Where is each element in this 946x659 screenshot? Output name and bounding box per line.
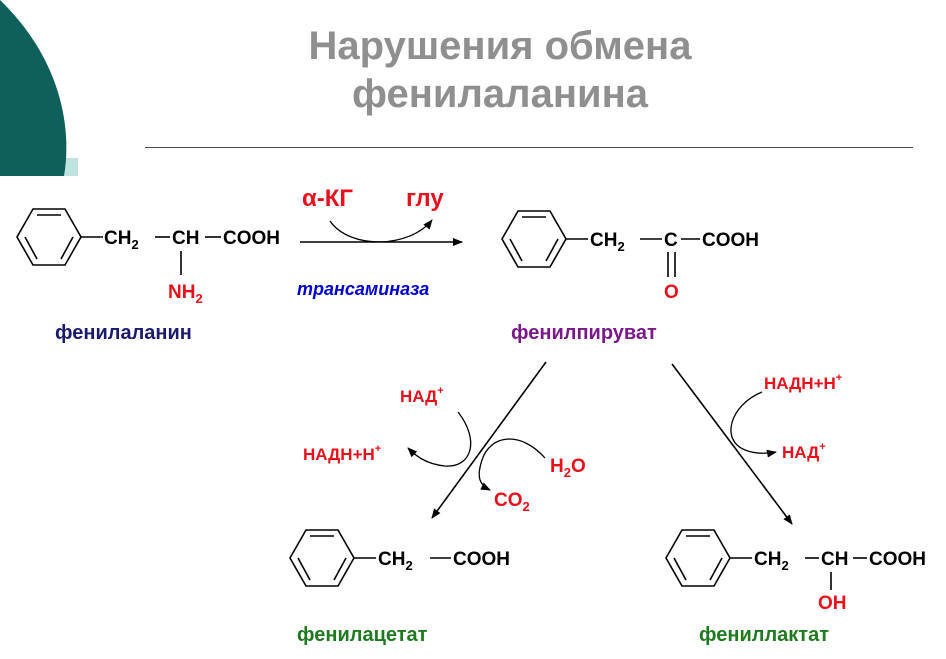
alpha-kg-label: α-КГ	[302, 185, 353, 212]
left-nad-sup: +	[437, 385, 443, 397]
phenylacetate-label: фенилацетат	[297, 624, 428, 646]
phenylalanine-structure: CH2 CH COOH NH2 фенилаланин	[16, 208, 280, 344]
ppa-ch2: CH	[590, 230, 617, 251]
svg-text:NH2: NH2	[168, 282, 203, 306]
left-branch: НАД+ НАДН+Н+ H2O CO2	[303, 361, 586, 519]
benzene-ring-icon	[16, 208, 82, 266]
pa-ch2: CH	[378, 549, 405, 570]
corner-teal-shape	[0, 0, 67, 176]
pl-cooh: COOH	[869, 549, 926, 570]
nad-reduction-curve	[407, 411, 472, 467]
svg-text:CO2: CO2	[494, 490, 530, 514]
water-h: H	[550, 456, 564, 477]
right-nad: НАД	[782, 443, 819, 462]
pl-ch2: CH	[754, 549, 781, 570]
water-co2-curve	[478, 438, 546, 491]
title-line-2: фенилаланина	[352, 72, 648, 116]
phenylpyruvate-structure: CH2 C COOH O фенилпируват	[501, 210, 759, 344]
co2-sub: 2	[523, 499, 530, 514]
benzene-ring-icon	[289, 529, 355, 587]
phenyllactate-label: фениллактат	[699, 624, 829, 646]
pa-ch2-sub: 2	[405, 558, 412, 573]
svg-text:CH2: CH2	[378, 549, 413, 573]
benzene-ring-icon	[501, 210, 567, 268]
svg-text:НАД+: НАД+	[400, 385, 444, 406]
pl-ch2-sub: 2	[781, 558, 788, 573]
title-line-1: Нарушения обмена	[308, 24, 692, 68]
reduction-arrow	[671, 363, 793, 525]
svg-text:CH2: CH2	[590, 230, 625, 254]
pa-cooh: COOH	[453, 549, 510, 570]
nadh-oxidation-curve	[730, 391, 777, 458]
ppa-ch2-sub: 2	[617, 239, 624, 254]
phe-ch: CH	[172, 228, 199, 249]
right-nadh: НАДН+Н	[764, 374, 836, 393]
title-divider	[145, 147, 913, 148]
phe-cooh: COOH	[223, 228, 280, 249]
svg-text:НАДН+Н+: НАДН+Н+	[303, 443, 381, 464]
phe-nh2-sub: 2	[195, 291, 202, 306]
svg-text:CH2: CH2	[104, 228, 139, 252]
benzene-ring-icon	[665, 529, 731, 587]
curved-arrow-icon	[329, 219, 433, 243]
ppa-c: C	[664, 230, 678, 251]
transaminase-label: трансаминаза	[297, 279, 429, 299]
left-nadh: НАДН+Н	[303, 445, 375, 464]
phe-ch2: CH	[104, 228, 131, 249]
co2-c: CO	[494, 490, 523, 511]
right-nad-sup: +	[819, 441, 825, 453]
decarboxylation-arrow	[431, 361, 547, 519]
right-nadh-sup: +	[836, 372, 842, 384]
page-title: Нарушения обмена фенилаланина	[180, 22, 820, 118]
left-nadh-sup: +	[375, 443, 381, 455]
svg-text:CH2: CH2	[754, 549, 789, 573]
glu-label: глу	[406, 185, 444, 212]
ppa-oxygen: O	[664, 282, 679, 303]
svg-text:НАД+: НАД+	[782, 441, 826, 462]
phenylpyruvate-label: фенилпируват	[511, 322, 657, 344]
ppa-cooh: COOH	[702, 230, 759, 251]
transamination-step: α-КГ глу трансаминаза	[297, 185, 463, 299]
phe-nh2: NH	[168, 282, 195, 303]
phenyllactate-structure: CH2 CH COOH OH фениллактат	[665, 529, 926, 646]
pl-ch: CH	[821, 549, 848, 570]
phe-ch2-sub: 2	[131, 237, 138, 252]
left-nad: НАД	[400, 387, 437, 406]
right-branch: НАДН+Н+ НАД+	[671, 363, 842, 525]
phenylalanine-label: фенилаланин	[55, 322, 192, 344]
water-o: O	[571, 456, 586, 477]
svg-text:НАДН+Н+: НАДН+Н+	[764, 372, 842, 393]
phenylacetate-structure: CH2 COOH фенилацетат	[289, 529, 510, 646]
pl-oh: OH	[818, 593, 847, 614]
svg-text:H2O: H2O	[550, 456, 586, 480]
water-sub: 2	[564, 465, 571, 480]
